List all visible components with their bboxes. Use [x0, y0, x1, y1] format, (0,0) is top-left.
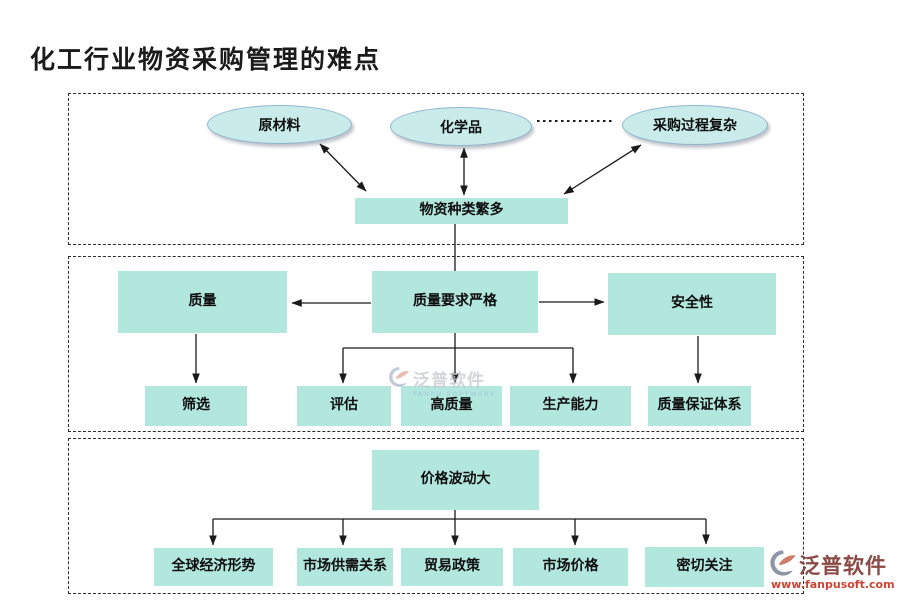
- node-quality: 质量: [118, 271, 287, 333]
- page-title: 化工行业物资采购管理的难点: [30, 45, 382, 74]
- node-screening: 筛选: [145, 386, 247, 426]
- node-complex-process: 采购过程复杂: [622, 105, 768, 145]
- fanpu-logo-icon: [388, 366, 410, 392]
- node-trade-policy: 贸易政策: [401, 548, 503, 586]
- node-material-variety: 物资种类繁多: [355, 198, 568, 224]
- node-strict-quality: 质量要求严格: [372, 271, 538, 333]
- watermark-corner-brand: 泛普软件: [799, 554, 887, 578]
- section-price: [68, 438, 804, 594]
- node-market-price: 市场价格: [513, 548, 628, 586]
- node-supply-demand: 市场供需关系: [297, 548, 393, 586]
- watermark-corner: 泛普软件 www.fanpusoft.com: [769, 549, 895, 591]
- node-high-quality: 高质量: [401, 386, 502, 426]
- watermark-corner-url: www.fanpusoft.com: [771, 578, 895, 591]
- node-price-volatility: 价格波动大: [372, 450, 539, 510]
- fanpu-logo-icon: [769, 549, 797, 581]
- watermark-center: 泛普软件 FANPU SOFTWARE: [388, 366, 496, 398]
- node-safety: 安全性: [608, 273, 776, 335]
- node-close-attention: 密切关注: [645, 547, 764, 587]
- watermark-center-brand: 泛普软件: [413, 371, 485, 391]
- watermark-center-subtitle: FANPU SOFTWARE: [413, 391, 496, 398]
- node-quality-assurance: 质量保证体系: [648, 386, 751, 426]
- section-material-variety: [68, 93, 804, 245]
- node-chemicals: 化学品: [390, 107, 532, 146]
- node-raw-materials: 原材料: [207, 105, 352, 144]
- node-production-capacity: 生产能力: [510, 386, 631, 426]
- section-quality: [68, 256, 804, 432]
- node-evaluation: 评估: [297, 386, 391, 426]
- node-global-economy: 全球经济形势: [154, 548, 273, 586]
